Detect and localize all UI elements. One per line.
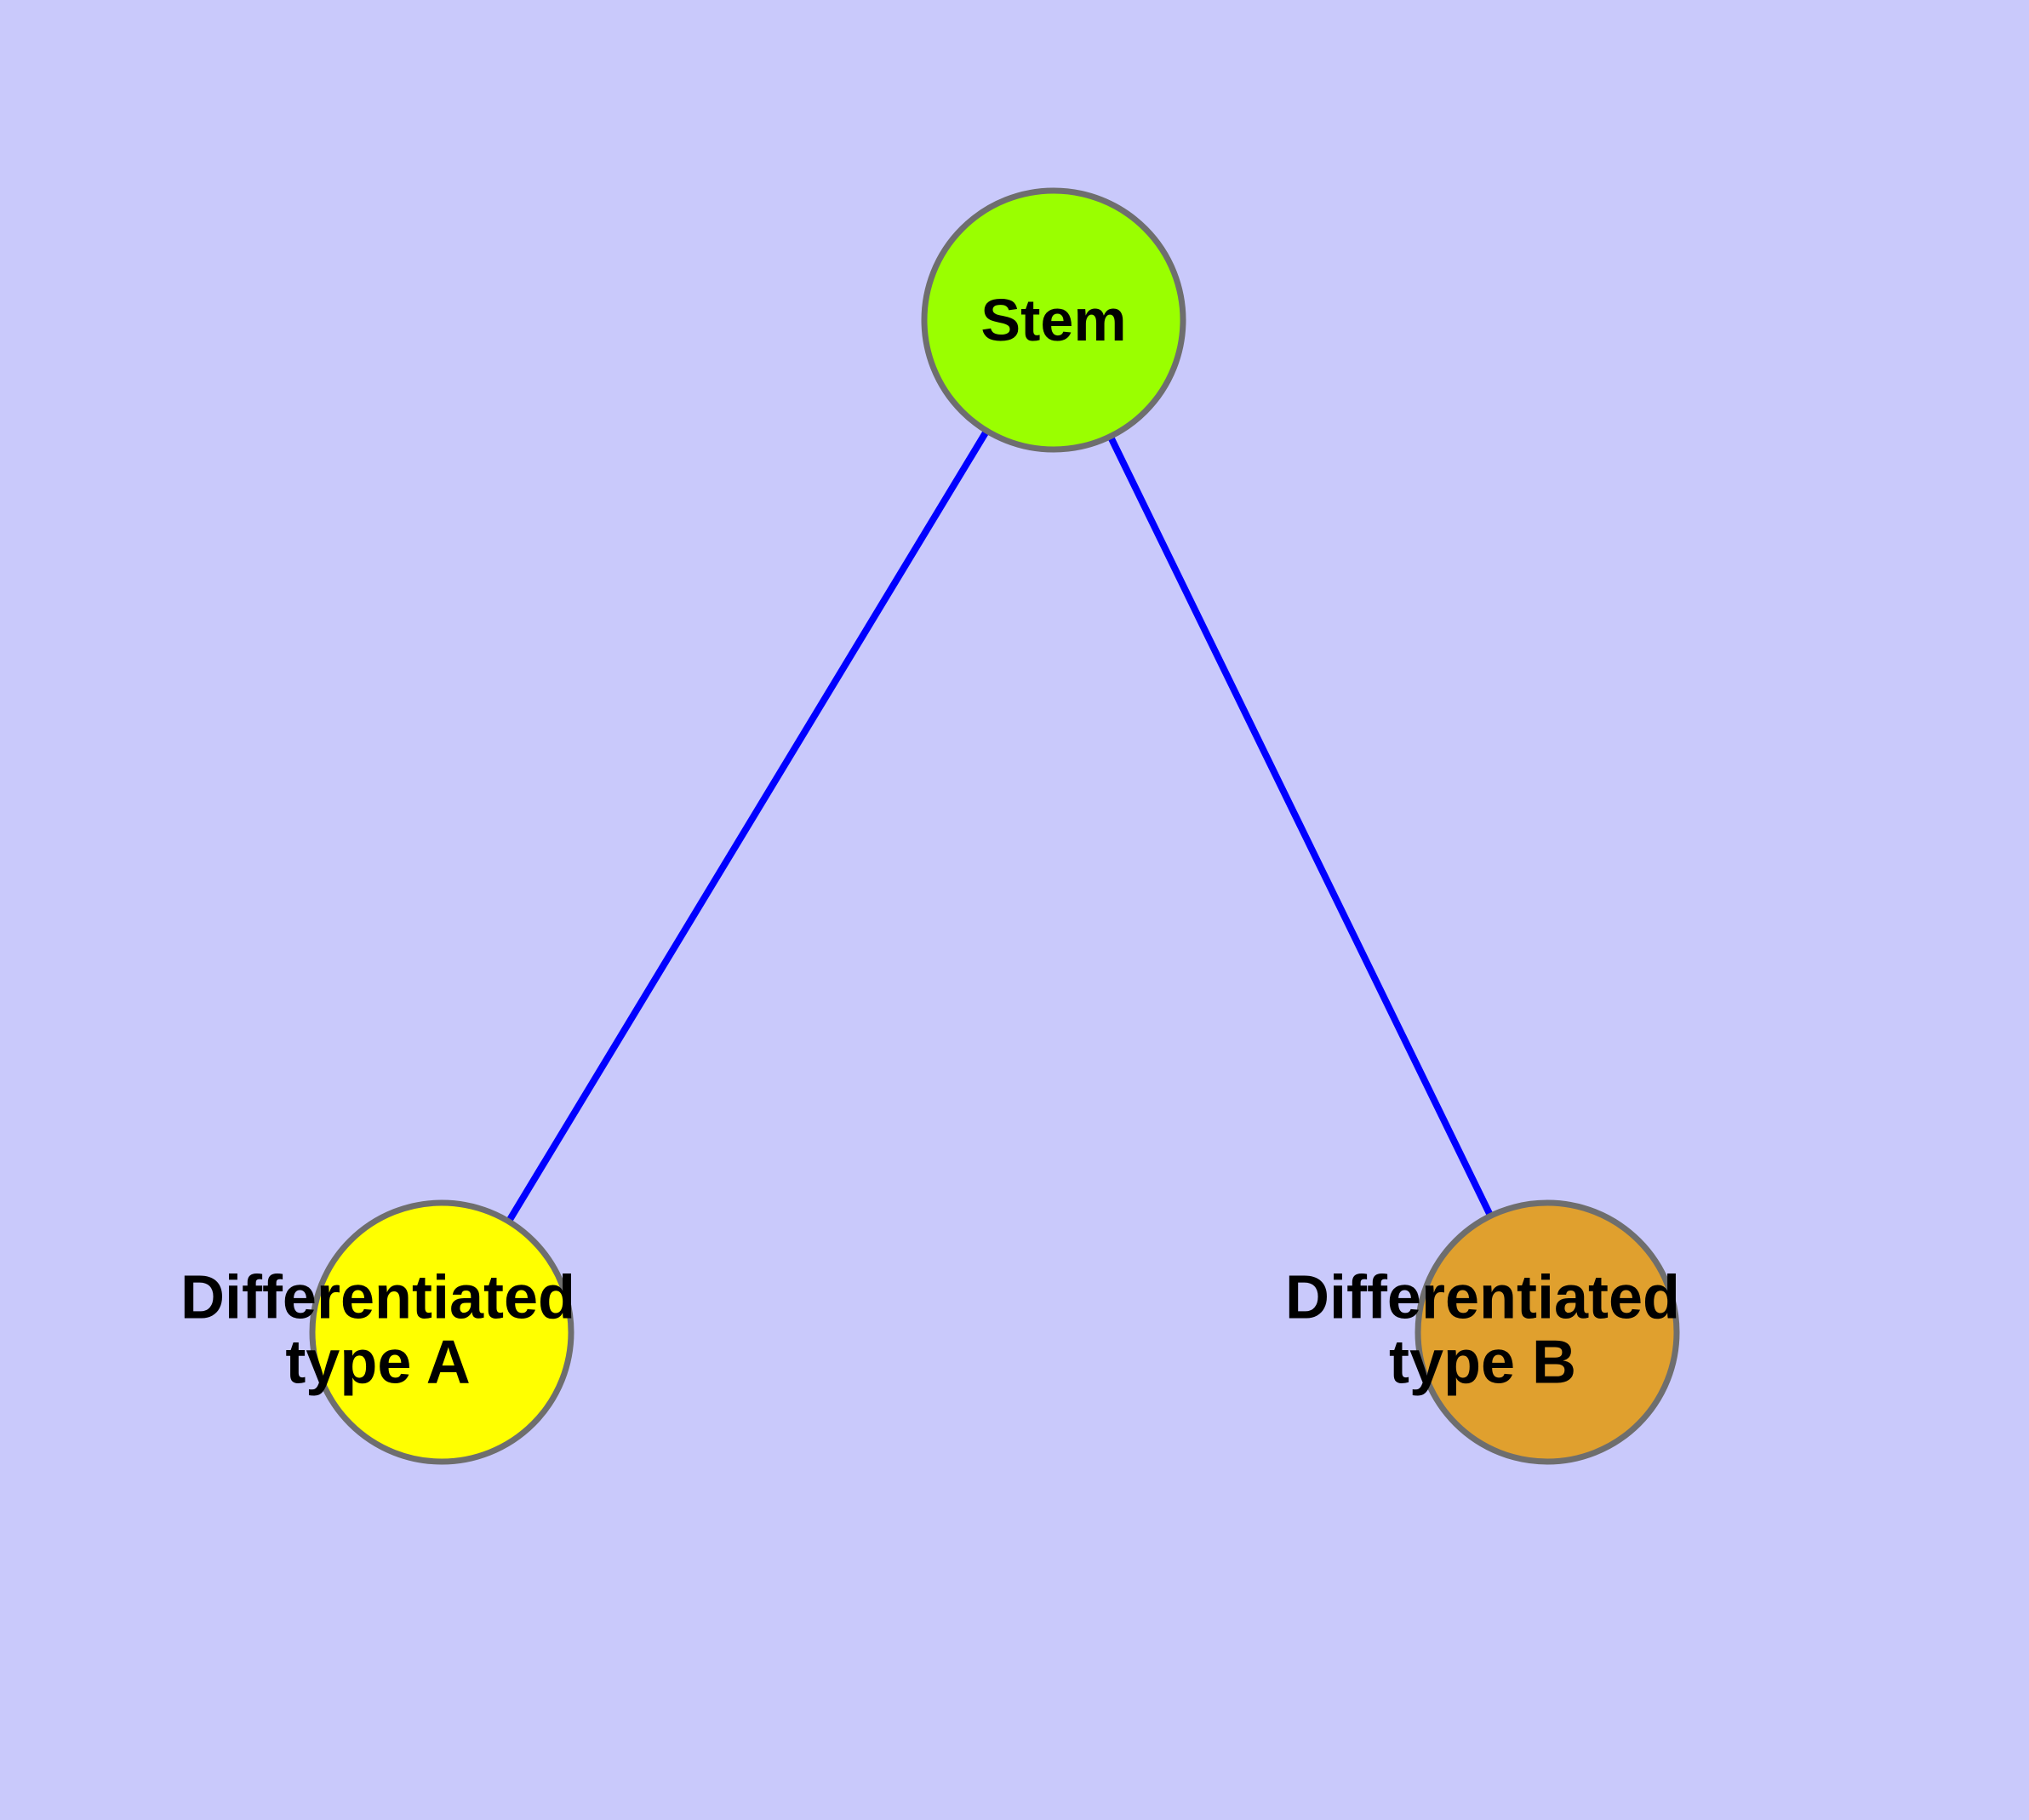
- node-circle-stem[interactable]: [921, 187, 1186, 453]
- node-circle-diff-a[interactable]: [309, 1199, 574, 1465]
- edge-stem-to-diff_b: [1106, 433, 1495, 1219]
- node-circle-diff-b[interactable]: [1415, 1199, 1680, 1465]
- edges-layer: [505, 427, 1495, 1225]
- nodes-layer: [309, 187, 1680, 1465]
- edge-stem-to-diff_a: [505, 427, 991, 1225]
